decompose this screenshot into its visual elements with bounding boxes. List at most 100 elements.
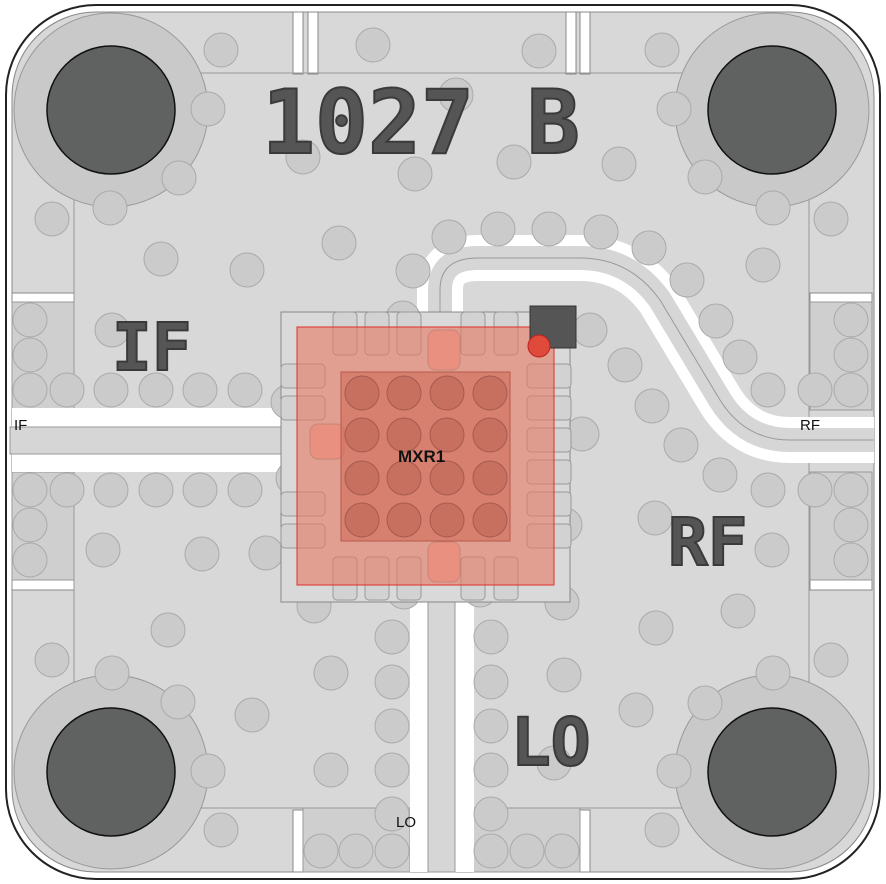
via <box>93 372 129 408</box>
silkscreen-title: 1027 B <box>262 71 580 174</box>
via <box>656 753 692 789</box>
via <box>663 427 699 463</box>
via <box>138 372 174 408</box>
via <box>669 262 705 298</box>
via <box>755 655 791 691</box>
via <box>203 32 239 68</box>
via <box>49 472 85 508</box>
via <box>473 664 509 700</box>
via <box>687 159 723 195</box>
via <box>833 337 869 373</box>
via <box>49 372 85 408</box>
via <box>161 160 197 196</box>
via <box>833 302 869 338</box>
via <box>644 812 680 848</box>
exposed-pad-via <box>386 375 422 411</box>
via <box>813 201 849 237</box>
rf-trace-edge <box>439 257 874 441</box>
via <box>833 507 869 543</box>
port-label-rf: RF <box>800 417 820 434</box>
via <box>12 337 48 373</box>
via <box>338 833 374 869</box>
via <box>720 593 756 629</box>
silkscreen-label-if: IF <box>112 309 191 386</box>
exposed-pad-via <box>429 375 465 411</box>
via <box>656 91 692 127</box>
via <box>374 796 410 832</box>
silkscreen-label-rf: RF <box>668 504 747 581</box>
via <box>160 684 196 720</box>
via <box>833 372 869 408</box>
via <box>473 619 509 655</box>
via <box>797 472 833 508</box>
exposed-pad-via <box>344 460 380 496</box>
via <box>12 372 48 408</box>
lo-trace <box>427 559 456 873</box>
via <box>644 32 680 68</box>
via <box>12 302 48 338</box>
via <box>607 347 643 383</box>
via <box>618 692 654 728</box>
via <box>374 708 410 744</box>
via <box>355 27 391 63</box>
via <box>227 472 263 508</box>
via <box>754 532 790 568</box>
via <box>285 139 321 175</box>
via <box>473 833 509 869</box>
exposed-pad-via <box>472 417 508 453</box>
via <box>601 146 637 182</box>
via <box>544 833 580 869</box>
via <box>813 642 849 678</box>
via <box>473 752 509 788</box>
exposed-pad-via <box>386 460 422 496</box>
via <box>702 457 738 493</box>
via <box>797 372 833 408</box>
via <box>536 745 572 781</box>
mounting-hole-top-right <box>674 12 870 208</box>
exposed-pad-via <box>386 417 422 453</box>
via <box>395 253 431 289</box>
via <box>138 472 174 508</box>
via <box>397 156 433 192</box>
exposed-pad-vias <box>344 375 508 538</box>
via <box>750 372 786 408</box>
via <box>374 619 410 655</box>
port-label-if: IF <box>14 417 27 434</box>
via <box>583 214 619 250</box>
via <box>496 144 532 180</box>
via <box>94 312 130 348</box>
via <box>521 33 557 69</box>
via <box>431 219 467 255</box>
via <box>722 339 758 375</box>
exposed-pad-via <box>429 502 465 538</box>
via <box>638 610 674 646</box>
via <box>509 833 545 869</box>
via <box>229 252 265 288</box>
via <box>374 752 410 788</box>
via <box>637 500 673 536</box>
via-field <box>12 27 869 869</box>
via <box>12 542 48 578</box>
via <box>313 655 349 691</box>
via <box>546 657 582 693</box>
via <box>203 812 239 848</box>
via <box>303 833 339 869</box>
via <box>227 372 263 408</box>
via <box>143 241 179 277</box>
via <box>93 472 129 508</box>
via <box>150 612 186 648</box>
via <box>12 472 48 508</box>
via <box>182 372 218 408</box>
via <box>94 655 130 691</box>
exposed-pad-via <box>472 375 508 411</box>
via <box>182 472 218 508</box>
via <box>698 303 734 339</box>
mounting-hole-top-left <box>13 12 209 208</box>
edge-connector-cutouts <box>11 11 873 873</box>
via <box>190 91 226 127</box>
silkscreen-label-lo: LO <box>511 704 590 781</box>
via <box>234 697 270 733</box>
exposed-pad-via <box>472 460 508 496</box>
via <box>634 388 670 424</box>
